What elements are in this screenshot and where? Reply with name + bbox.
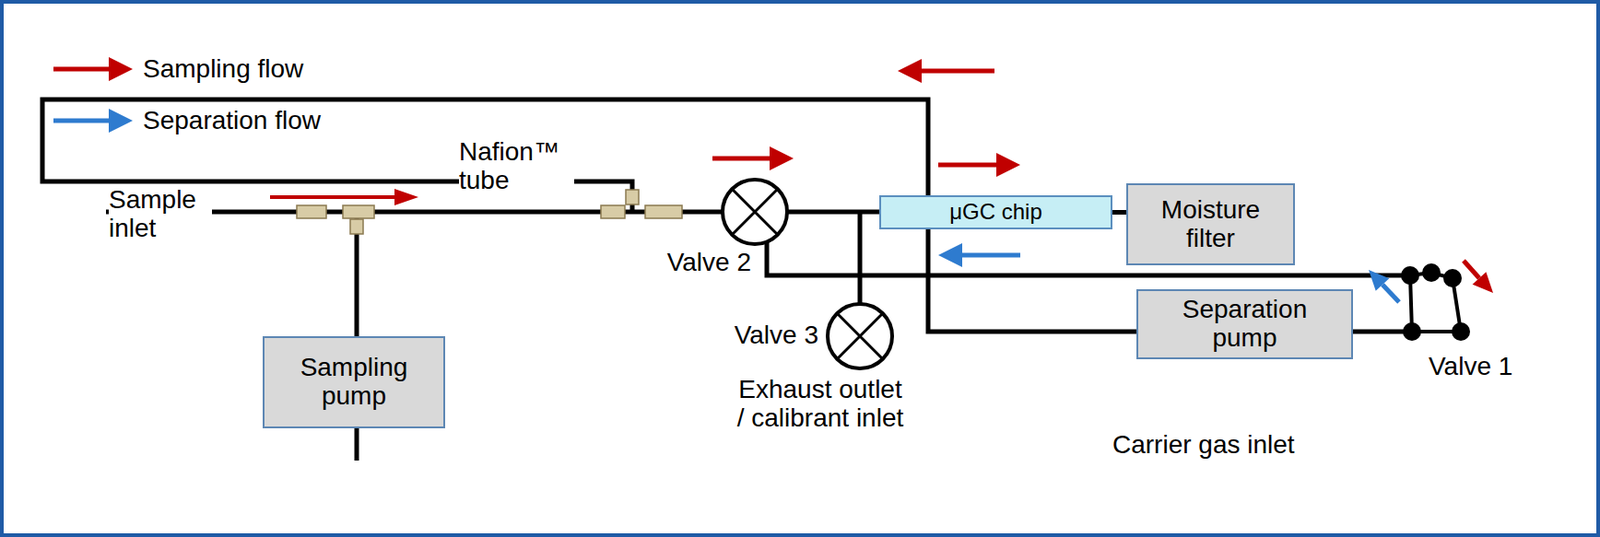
- chip-box: μGC chip: [879, 195, 1113, 230]
- arrow-head: [769, 146, 794, 171]
- fitting: [600, 205, 625, 219]
- arrow-head: [394, 188, 419, 206]
- return-pipe: [42, 99, 1138, 332]
- fitting: [350, 219, 364, 235]
- valve-dot: [1422, 263, 1441, 283]
- legend-entry: Sampling flow: [142, 55, 304, 84]
- box-text-group: Moisture filter: [1137, 196, 1284, 254]
- valve-dot: [1400, 266, 1420, 285]
- port-label: Exhaust outlet / calibrant inlet: [733, 376, 907, 434]
- box-label: Sampling pump: [273, 353, 435, 412]
- arrow-tail: [919, 69, 995, 74]
- legend-separation-arrow: [53, 108, 133, 133]
- box-label: Moisture filter: [1137, 196, 1284, 254]
- arrow-tail: [1463, 260, 1480, 279]
- sampling-flow-arrow: [270, 188, 419, 206]
- arrow-head: [897, 58, 922, 83]
- arrow-head: [108, 108, 133, 133]
- valve-dot: [1402, 322, 1422, 342]
- box-label: Separation pump: [1147, 295, 1342, 353]
- fitting: [645, 205, 683, 219]
- arrow-tail: [53, 67, 111, 72]
- valve-label: Valve 2: [658, 248, 752, 278]
- port-label: Carrier gas inlet: [1112, 431, 1371, 460]
- separation-flow-arrow: [938, 243, 1021, 268]
- arrow-head: [938, 243, 963, 268]
- valve-1-symbol: [1400, 263, 1471, 342]
- arrow-tail: [712, 156, 773, 162]
- separation-flow-arrow: [1368, 270, 1400, 303]
- arrow-head: [108, 57, 133, 82]
- tube-label: Nafion™ tube: [458, 138, 575, 196]
- component-box: Separation pump: [1136, 289, 1353, 360]
- inlet-label: Sample inlet: [108, 186, 212, 244]
- chip-pipe: [787, 210, 880, 215]
- valve-2-symbol: [722, 179, 788, 245]
- arrow-head: [1368, 270, 1389, 292]
- pump-exhaust-pipe: [354, 428, 360, 461]
- arrow-tail: [960, 253, 1021, 259]
- pipe-connector: [1112, 210, 1127, 215]
- arrow-head: [996, 152, 1021, 177]
- sampling-flow-arrow: [938, 152, 1021, 177]
- sampling-flow-arrow: [897, 58, 995, 83]
- pump-valve1-pipe: [1352, 329, 1404, 335]
- valve-dot: [1443, 269, 1462, 288]
- sampling-flow-arrow: [1463, 260, 1494, 294]
- component-box: Sampling pump: [262, 336, 446, 429]
- arrow-tail: [938, 163, 1000, 168]
- box-label: μGC chip: [949, 200, 1043, 224]
- box-text-group: Separation pump: [1147, 295, 1342, 353]
- arrow-tail: [53, 118, 111, 124]
- valve-circle: [722, 179, 788, 245]
- arrow-tail: [270, 195, 397, 200]
- box-text-group: Sampling pump: [273, 353, 435, 412]
- arrow-tail: [1382, 284, 1400, 303]
- carrier-pipe: [766, 241, 1402, 276]
- valve-3-symbol: [827, 304, 893, 369]
- pipes: [42, 99, 1404, 461]
- fitting: [625, 189, 639, 205]
- arrow-head: [1472, 271, 1494, 294]
- flow-arrows: [53, 57, 1494, 303]
- fitting: [296, 205, 327, 219]
- legend-sampling-arrow: [53, 57, 133, 82]
- valve-cross: [836, 313, 883, 359]
- box-text-group: μGC chip: [949, 200, 1043, 224]
- sampling-flow-arrow: [712, 146, 794, 171]
- valve-label: Valve 3: [700, 321, 819, 351]
- valve-cross: [731, 188, 777, 235]
- valve-circle: [827, 304, 893, 369]
- legend-text: Separation flow: [142, 105, 321, 135]
- valve3-pipe: [858, 211, 863, 305]
- legend-text: Sampling flow: [142, 54, 304, 83]
- valve-dot: [1451, 322, 1471, 342]
- legend-entry: Separation flow: [142, 106, 321, 136]
- component-box: Moisture filter: [1126, 183, 1295, 266]
- fitting: [342, 205, 375, 219]
- valve-label: Valve 1: [1428, 352, 1549, 382]
